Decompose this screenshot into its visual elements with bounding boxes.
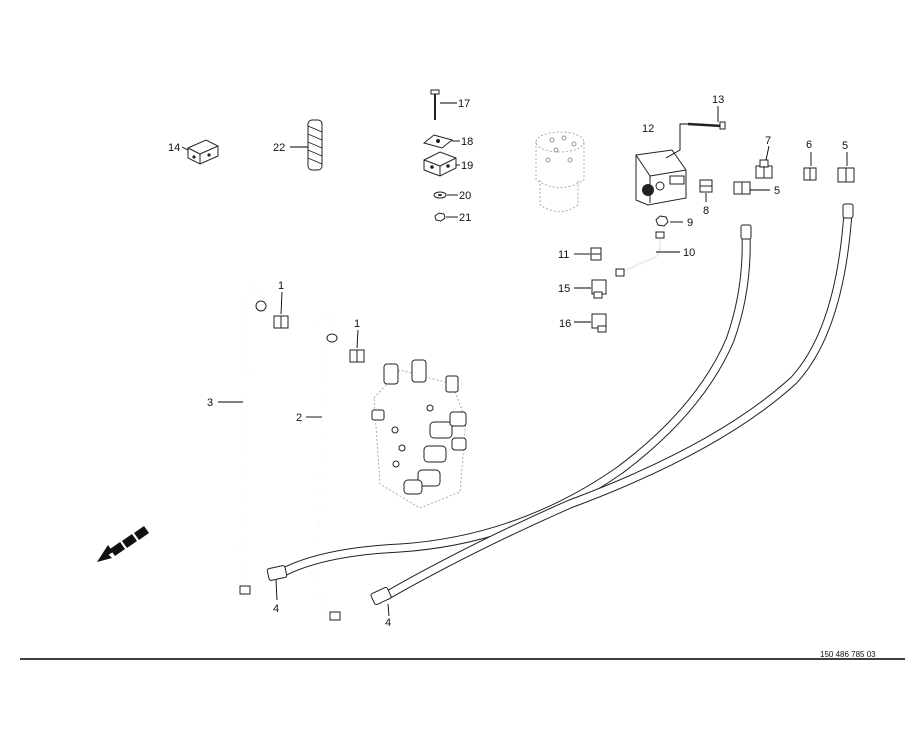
part-13-bolt (687, 121, 726, 130)
callout-21: 21 (459, 212, 471, 224)
part-21-nut (434, 212, 446, 222)
steering-unit-ghost (535, 131, 585, 212)
part-17-bolt (430, 89, 440, 120)
part-14-clamp-block (187, 139, 219, 165)
callout-7: 7 (765, 135, 771, 147)
part-1-fitting-b (349, 349, 365, 363)
callout-22: 22 (273, 142, 285, 154)
part-5-fitting-b (837, 167, 855, 183)
callout-3: 3 (207, 397, 213, 409)
callout-19: 19 (461, 160, 473, 172)
control-valve-block (371, 359, 467, 509)
callout-4a: 4 (273, 603, 279, 615)
part-10-bent-tube (615, 231, 665, 277)
part-5-fitting-a (733, 181, 751, 195)
drawing-reference-number: 150 486 785 03 (820, 650, 876, 659)
callout-6: 6 (806, 139, 812, 151)
part-12-valve-block (635, 149, 687, 206)
callout-4b: 4 (385, 617, 391, 629)
part-8-fitting (699, 179, 713, 193)
callout-10: 10 (683, 247, 695, 259)
part-9-union (655, 215, 669, 227)
part-16-elbow-fitting (591, 313, 607, 333)
callout-13: 13 (712, 94, 724, 106)
part-4-hose-a (266, 224, 752, 581)
callout-18: 18 (461, 136, 473, 148)
callout-20: 20 (459, 190, 471, 202)
part-15-tee-fitting (591, 279, 607, 299)
part-19-clamp-block (423, 151, 457, 177)
callout-9: 9 (687, 217, 693, 229)
callout-8: 8 (703, 205, 709, 217)
callout-15: 15 (558, 283, 570, 295)
part-20-washer (433, 191, 447, 199)
callout-2: 2 (296, 412, 302, 424)
part-1-fitting-a (273, 315, 289, 329)
callout-14: 14 (168, 142, 180, 154)
part-11-fitting (590, 247, 602, 261)
forward-direction-arrow-icon (97, 526, 149, 562)
callout-11: 11 (558, 249, 569, 261)
callout-17: 17 (458, 98, 470, 110)
callout-12: 12 (642, 123, 654, 135)
callout-5a: 5 (774, 185, 780, 197)
callout-5b: 5 (842, 140, 848, 152)
part-3-long-tube (239, 284, 267, 597)
part-2-looped-tube (312, 310, 341, 621)
part-6-fitting (803, 167, 817, 181)
part-7-elbow-fitting (755, 159, 773, 179)
callout-16: 16 (559, 318, 571, 330)
callout-1a: 1 (278, 280, 284, 292)
part-18-clamp-plate (422, 134, 454, 149)
part-22-spiral-wrap (307, 119, 323, 171)
callout-1b: 1 (354, 318, 360, 330)
part-4-hose-b (370, 203, 854, 606)
